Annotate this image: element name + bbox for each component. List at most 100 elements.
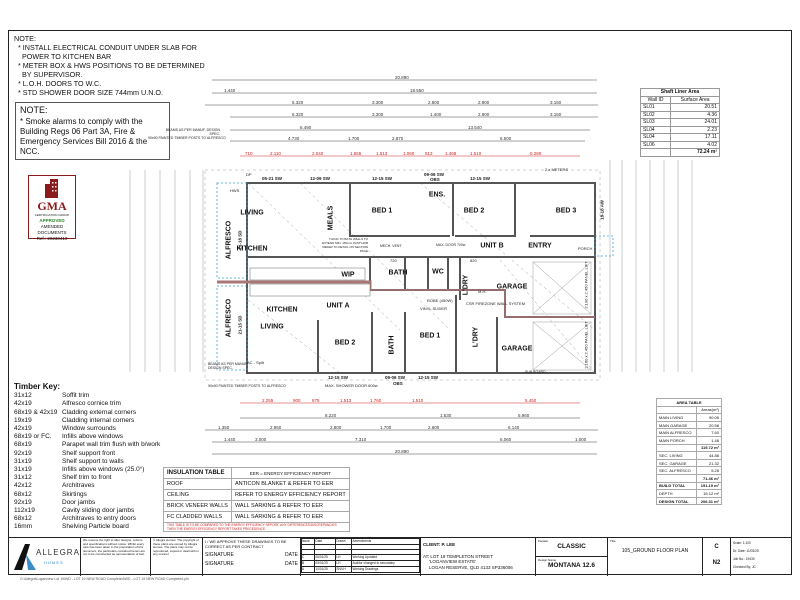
area-title: AREA TABLE bbox=[656, 398, 722, 407]
drawing-date: Dr. Date: 11/03/25 bbox=[733, 549, 759, 553]
timber-use: Shelf trim to front bbox=[62, 474, 112, 482]
room-kitchen-b: KITCHEN bbox=[236, 245, 268, 253]
unit-b-label: UNIT B bbox=[480, 242, 504, 250]
col-header: Surface Area bbox=[670, 95, 720, 104]
element: ROOF bbox=[163, 478, 232, 490]
timber-size: 68x19 or FC. bbox=[14, 433, 52, 441]
facade: CLASSIC bbox=[557, 543, 586, 550]
dim-red: 2.110 bbox=[270, 151, 281, 156]
dim: 5.960 bbox=[518, 413, 530, 418]
timber-size: 42x19 bbox=[14, 400, 32, 408]
wall-id: SL04 bbox=[639, 133, 672, 142]
area-label: SEC. ALFRESCO bbox=[655, 466, 698, 475]
dim: 6.320 bbox=[292, 112, 304, 117]
dim: 2.900 bbox=[478, 100, 490, 105]
dim: 3.000 bbox=[255, 437, 267, 442]
area-value: 7.60 bbox=[696, 428, 722, 437]
room-kitchen-a: KITCHEN bbox=[266, 306, 298, 314]
area-label: MAIN GARAGE bbox=[655, 420, 698, 430]
table-row: 71.46 m² bbox=[655, 473, 722, 483]
garage-doors bbox=[532, 261, 592, 371]
dim: 2.800 bbox=[428, 100, 440, 105]
scale: Scale: 1:100 bbox=[733, 541, 751, 545]
dim-red: 875 bbox=[312, 398, 320, 403]
stamp-sub: CERTIFICATION GROUP bbox=[34, 213, 70, 217]
timber-use: Shelf support to walls bbox=[62, 457, 124, 465]
meters-label: 2 x METERS bbox=[545, 167, 569, 172]
window-label: 05-21 SW bbox=[262, 176, 283, 181]
timber-size: 42x12 bbox=[14, 482, 32, 490]
dim: 2.870 bbox=[392, 136, 404, 141]
timber-size: 31x19 bbox=[14, 466, 32, 474]
timber-use: Cladding external corners bbox=[62, 408, 137, 416]
drawing-title-cell: Title 105_GROUND FLOOR PLAN bbox=[607, 538, 702, 576]
date-label: DATE bbox=[285, 561, 298, 567]
area-label: MAIN ALFRESCO bbox=[655, 428, 698, 437]
shaft-title: Shaft Liner Area bbox=[640, 88, 720, 97]
copyright: © Allegra Homes. The copyright of these … bbox=[150, 538, 202, 576]
dp-label: DP bbox=[246, 172, 252, 177]
dim: 6.500 bbox=[500, 136, 512, 141]
table-row: 119.72 m² bbox=[655, 443, 722, 453]
dim: 1.530 bbox=[440, 413, 452, 418]
info-cell: Scale: 1:100 Dr. Date: 11/03/25 Job No.:… bbox=[730, 538, 792, 576]
dim: 8.220 bbox=[325, 413, 337, 418]
sheet-border bbox=[8, 30, 792, 575]
area-label: MAIN LIVING bbox=[655, 413, 698, 422]
drawing-title: 105_GROUND FLOOR PLAN bbox=[621, 548, 689, 554]
revision-cell: SN/LH bbox=[335, 566, 353, 573]
area-value: 191.19 m² bbox=[696, 481, 722, 491]
suburb: LOGAN RESERVE, QLD 4133 SP336006 bbox=[429, 564, 513, 570]
posts-note: 90x90 PAINTED TIMBER POSTS TO ALFRESCO bbox=[148, 136, 226, 140]
surface-area: 4.02 bbox=[670, 140, 720, 149]
window-label: OBS bbox=[430, 177, 440, 182]
allegra-logo-icon bbox=[14, 544, 36, 570]
dim-red: 5.280 bbox=[530, 151, 542, 156]
surface-area: 17.11 bbox=[670, 133, 720, 142]
area-value: 119.72 m² bbox=[696, 443, 722, 453]
max-door-label: MAX. DOOR 700w bbox=[436, 243, 466, 247]
room-bath-b: BATH bbox=[388, 269, 408, 277]
window-label: 21-15 SD bbox=[237, 315, 243, 335]
dim-red: 1.655 bbox=[350, 151, 362, 156]
robe-label: ROBE (450W) bbox=[427, 298, 453, 303]
beams-note: BEAMS AS PER MANUF. DESIGN SPEC. bbox=[165, 128, 220, 136]
dim: 2.950 bbox=[270, 425, 282, 430]
window-label: 09-06 SW bbox=[385, 375, 406, 380]
dim-red: 1.510 bbox=[412, 398, 424, 403]
logo-cell: ALLEGRA HOMES bbox=[8, 538, 80, 576]
room-laundry-b: L'DRY bbox=[462, 274, 470, 296]
design-label: Design Name bbox=[538, 558, 557, 562]
timber-size: 16mm bbox=[14, 523, 33, 531]
shaft-total: 72.24 m² bbox=[670, 148, 720, 157]
note-line: BY SUPERVISOR. bbox=[22, 70, 83, 79]
date-label: DATE bbox=[285, 552, 298, 558]
address: AT: LOT 19 TEMPLETON STREET bbox=[423, 553, 493, 559]
signature-label: SIGNATURE bbox=[205, 561, 234, 567]
approve-text: I / WE APPROVE THESE DRAWINGS TO BE CORR… bbox=[205, 539, 287, 549]
mh-label: M.H. bbox=[478, 289, 487, 294]
dim: 1.000 bbox=[575, 437, 587, 442]
timber-use: Infills above windows bbox=[62, 433, 124, 441]
timber-use: Architraves to entry doors bbox=[62, 515, 137, 523]
area-label bbox=[655, 473, 698, 483]
timber-size: 112x19 bbox=[14, 507, 35, 515]
posts-note: 90x90 PAINTED TIMBER POSTS TO ALFRESCO bbox=[208, 384, 286, 388]
area-value: 206.31 m² bbox=[696, 496, 722, 506]
dim: 4.730 bbox=[288, 136, 300, 141]
window-label: 12-15 SW bbox=[418, 375, 439, 380]
